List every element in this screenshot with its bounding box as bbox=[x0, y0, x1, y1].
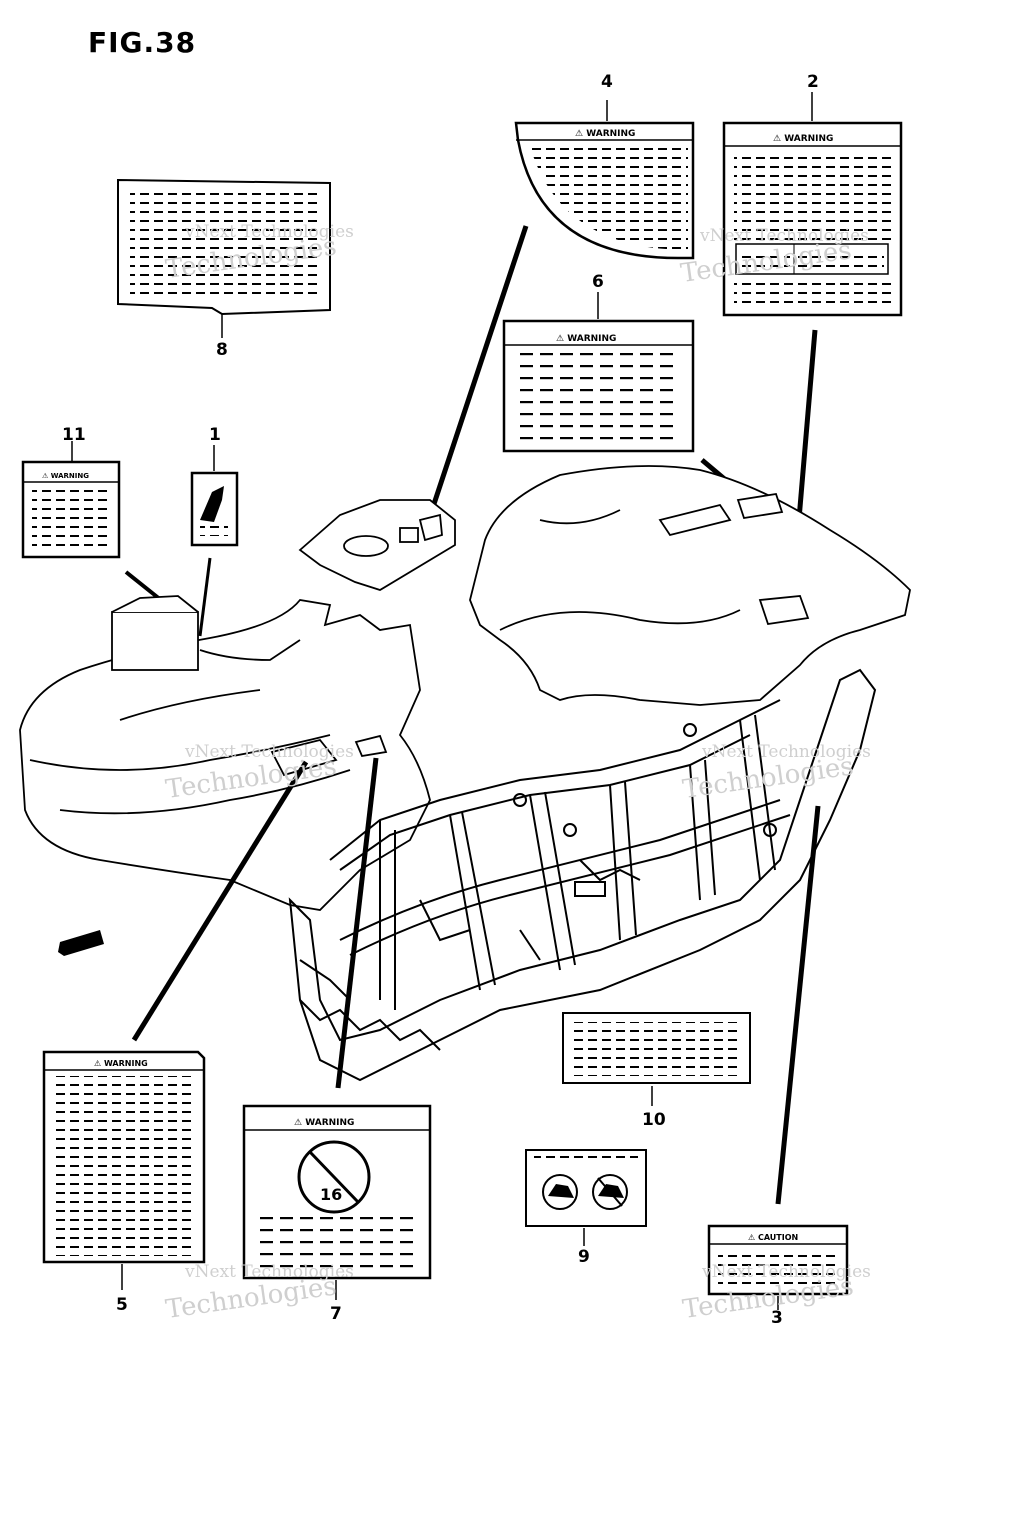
figure-title: FIG.38 bbox=[88, 26, 197, 59]
svg-text:⚠ WARNING: ⚠ WARNING bbox=[773, 134, 833, 144]
svg-text:⚠ WARNING: ⚠ WARNING bbox=[94, 1059, 148, 1068]
label-2: ⚠ WARNING bbox=[722, 92, 903, 603]
label-4: ⚠ WARNING bbox=[429, 100, 695, 511]
callout-3: 3 bbox=[771, 1308, 783, 1328]
label-10 bbox=[562, 1012, 751, 1106]
label-8-sheet bbox=[117, 178, 331, 338]
tank-cover bbox=[298, 499, 456, 591]
label-11: ⚠ WARNING bbox=[21, 441, 178, 614]
callout-8: 8 bbox=[216, 340, 228, 360]
svg-text:16: 16 bbox=[320, 1185, 342, 1204]
label-3: ⚠ CAUTION bbox=[707, 1224, 849, 1310]
leader-7 bbox=[335, 757, 379, 1089]
callout-7: 7 bbox=[330, 1304, 342, 1324]
label-1 bbox=[190, 445, 239, 637]
svg-text:⚠ CAUTION: ⚠ CAUTION bbox=[748, 1233, 798, 1242]
svg-text:⚠ WARNING: ⚠ WARNING bbox=[556, 334, 616, 344]
frame bbox=[288, 668, 877, 1082]
label-5: ⚠ WARNING bbox=[42, 1050, 206, 1290]
callout-5: 5 bbox=[116, 1295, 128, 1315]
label-6: ⚠ WARNING bbox=[502, 292, 742, 494]
callout-1: 1 bbox=[209, 425, 221, 445]
rear-fender bbox=[469, 465, 911, 706]
front-arrow-icon bbox=[58, 930, 104, 956]
callout-10: 10 bbox=[642, 1110, 666, 1130]
callout-6: 6 bbox=[592, 272, 604, 292]
svg-text:⚠ WARNING: ⚠ WARNING bbox=[294, 1118, 354, 1128]
svg-text:⚠ WARNING: ⚠ WARNING bbox=[42, 472, 89, 480]
callout-9: 9 bbox=[578, 1247, 590, 1267]
callout-2: 2 bbox=[807, 72, 819, 92]
label-9 bbox=[525, 1149, 647, 1246]
label-4-warning: ⚠ WARNING bbox=[575, 129, 635, 139]
label-7: ⚠ WARNING 16 bbox=[242, 1104, 432, 1300]
callout-11: 11 bbox=[62, 425, 86, 445]
leader-5 bbox=[131, 760, 309, 1042]
callout-4: 4 bbox=[601, 72, 613, 92]
leader-3 bbox=[775, 805, 821, 1205]
front-fender bbox=[19, 595, 431, 911]
